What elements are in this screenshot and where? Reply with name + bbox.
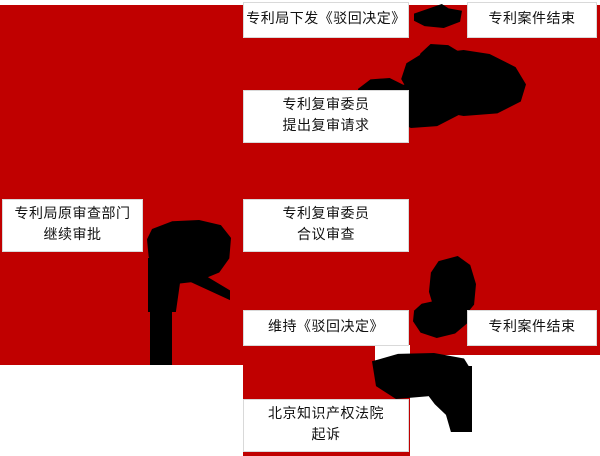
node-label: 专利局原审查部门 继续审批 <box>14 207 131 243</box>
node-uphold-rejection-decision[interactable]: 维持《驳回决定》 <box>243 310 409 346</box>
node-label: 专利复审委员 提出复审请求 <box>282 98 370 134</box>
red-canvas-lower-left <box>0 345 375 365</box>
node-reexamination-board-request[interactable]: 专利复审委员 提出复审请求 <box>243 90 409 143</box>
node-label: 专利案件结束 <box>488 11 576 27</box>
arrow-continue-examination-stem <box>150 300 172 365</box>
node-label: 专利案件结束 <box>488 319 576 335</box>
node-patent-case-closed-top[interactable]: 专利案件结束 <box>467 2 597 38</box>
node-patent-case-closed-bottom[interactable]: 专利案件结束 <box>467 310 597 346</box>
node-patent-office-continue-examination[interactable]: 专利局原审查部门 继续审批 <box>2 199 143 252</box>
node-label: 专利复审委员 合议审查 <box>282 207 370 243</box>
node-patent-office-rejection-decision[interactable]: 专利局下发《驳回决定》 <box>243 2 409 38</box>
node-label: 专利局下发《驳回决定》 <box>246 11 406 27</box>
node-label: 维持《驳回决定》 <box>268 319 384 335</box>
arrow-court-diagonal <box>410 366 472 432</box>
node-beijing-ip-court-lawsuit[interactable]: 北京知识产权法院 起诉 <box>243 399 409 452</box>
node-reexamination-board-collegial-review[interactable]: 专利复审委员 合议审查 <box>243 199 409 252</box>
node-label: 北京知识产权法院 起诉 <box>268 407 384 443</box>
red-canvas-lower-right <box>410 345 600 355</box>
red-canvas-main <box>0 5 600 345</box>
